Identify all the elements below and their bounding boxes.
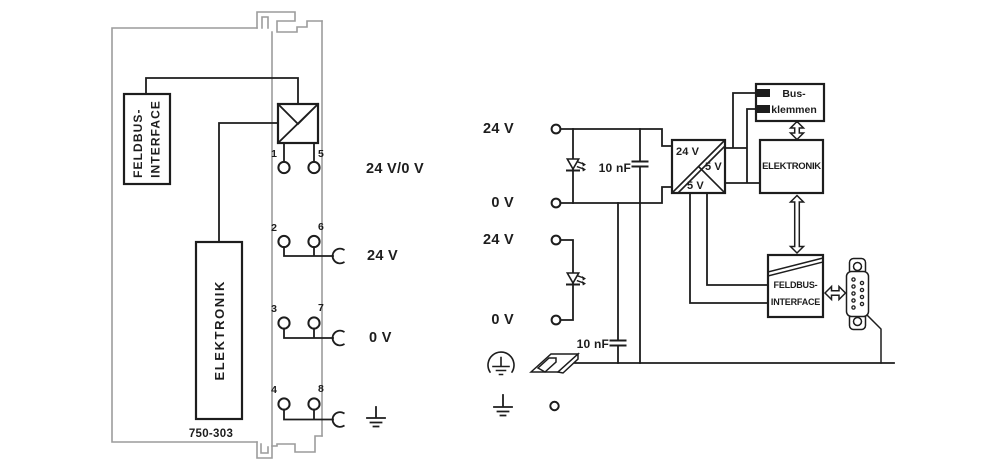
terminal-circle-5 <box>307 160 321 175</box>
terminal-circle-1 <box>277 160 291 175</box>
terminal-circle-2 <box>277 234 291 249</box>
module-housing-outline <box>111 11 323 459</box>
wire-0v-to-converter <box>559 186 673 204</box>
dsub-connector-icon <box>845 257 882 364</box>
terminal-number-4: 4 <box>271 384 277 396</box>
double-arrow-icon <box>788 120 806 141</box>
supply-label-0v-lower: 0 V <box>491 312 514 328</box>
earth-icon <box>366 406 386 428</box>
supply-label-0v-upper: 0 V <box>491 195 514 211</box>
terminal-circle-4 <box>277 397 291 411</box>
din-rail-tab-bottom-notch <box>260 443 269 454</box>
supply-terminal-24v-lower <box>550 234 562 246</box>
feldbus-label-line1: FELDBUS- <box>130 108 145 178</box>
converter-output-bottom-label: 5 V <box>687 180 704 192</box>
elektronik-box-label-left: ELEKTRONIK <box>196 242 242 419</box>
feldbus-right-line1: FELDBUS- <box>773 280 818 291</box>
led-icon <box>565 128 586 204</box>
supply-terminal-0v-upper <box>550 197 562 209</box>
terminal-circle-6 <box>307 234 321 249</box>
terminal-number-2: 2 <box>271 222 277 234</box>
bus-contact-pad <box>757 89 770 97</box>
terminal-row-4-8 <box>277 397 345 428</box>
wire-24v-to-converter <box>559 128 673 147</box>
terminal-number-3: 3 <box>271 303 277 315</box>
terminal-circle-3 <box>277 316 291 330</box>
circuit-schematic <box>487 82 895 417</box>
din-rail-tab-top <box>256 11 323 33</box>
earth-terminal <box>549 400 560 412</box>
din-rail-icon <box>529 352 580 374</box>
supply-label-24v-upper: 24 V <box>482 121 514 137</box>
terminal-circle-7 <box>307 316 321 330</box>
module-0v-label: 0 V <box>369 330 392 346</box>
feldbus-right-line2: INTERFACE <box>770 296 821 307</box>
supply-terminal-0v-lower <box>550 314 562 326</box>
power-filter-symbol <box>276 102 320 145</box>
bus-klemmen-line2: klemmen <box>771 103 817 116</box>
module-24v-label: 24 V <box>367 248 399 264</box>
terminal-number-8: 8 <box>318 383 324 395</box>
din-rail-tab-top-notch <box>261 16 269 29</box>
clamp-contact-icon <box>331 247 345 265</box>
bus-contact-pad <box>757 105 770 113</box>
capacitor-label-upper: 10 nF <box>598 161 631 175</box>
led-icon <box>565 272 586 286</box>
bus-klemmen-line1: Bus- <box>782 87 806 100</box>
supply-label-24v-lower: 24 V <box>482 232 514 248</box>
terminal-number-6: 6 <box>318 221 324 233</box>
clamp-contact-icon <box>331 411 345 428</box>
module-supply-label: 24 V/0 V <box>366 161 425 177</box>
feldbus-interface-box-right <box>766 253 825 319</box>
wire-shell-to-ground <box>865 313 882 364</box>
terminal-number-1: 1 <box>271 148 277 160</box>
double-arrow-icon <box>788 194 806 255</box>
feldbus-label-line2: INTERFACE <box>148 100 162 178</box>
bus-klemmen-label: Bus- klemmen <box>757 85 823 120</box>
converter-output-right-label: 5 V <box>705 161 722 173</box>
dcdc-converter-box <box>670 138 727 195</box>
terminal-circle-8 <box>307 397 321 411</box>
supply-terminal-24v-upper <box>550 123 562 135</box>
capacitor-label-lower: 10 nF <box>576 337 609 351</box>
terminal-row-3-7 <box>277 316 345 347</box>
module-body-outline <box>111 27 258 443</box>
wire-5v-to-feldbus <box>689 192 769 304</box>
capacitor-icon-lower <box>609 202 627 364</box>
elektronik-label: ELEKTRONIK <box>211 280 227 381</box>
converter-input-label: 24 V <box>676 146 700 158</box>
double-arrow-icon <box>823 284 847 302</box>
terminal-row-1-5 <box>277 142 321 175</box>
terminal-row-2-6 <box>277 234 345 265</box>
elektronik-label-right: ELEKTRONIK <box>762 161 821 172</box>
terminal-number-5: 5 <box>318 148 324 160</box>
wire-elektronik-to-filter <box>218 122 279 243</box>
earth-icon <box>493 394 513 417</box>
capacitor-icon-upper <box>631 128 649 364</box>
module-block-schematic <box>122 77 386 428</box>
feldbus-interface-label-right: FELDBUS- INTERFACE <box>768 272 823 315</box>
din-rail-tab-bottom <box>256 435 323 459</box>
feldbus-interface-box-left <box>122 92 172 186</box>
pe-earth-icon <box>487 351 515 376</box>
bus-klemmen-box <box>754 82 826 123</box>
wire-feldbus-to-filter <box>145 77 299 105</box>
feldbus-interface-box-label-left: FELDBUS- INTERFACE <box>124 94 170 184</box>
terminal-number-7: 7 <box>318 302 324 314</box>
part-number: 750-303 <box>188 428 234 440</box>
clamp-contact-icon <box>331 329 345 347</box>
wire-5v-distribution <box>724 92 761 184</box>
elektronik-box-right <box>758 138 825 195</box>
elektronik-box-left <box>194 240 244 421</box>
